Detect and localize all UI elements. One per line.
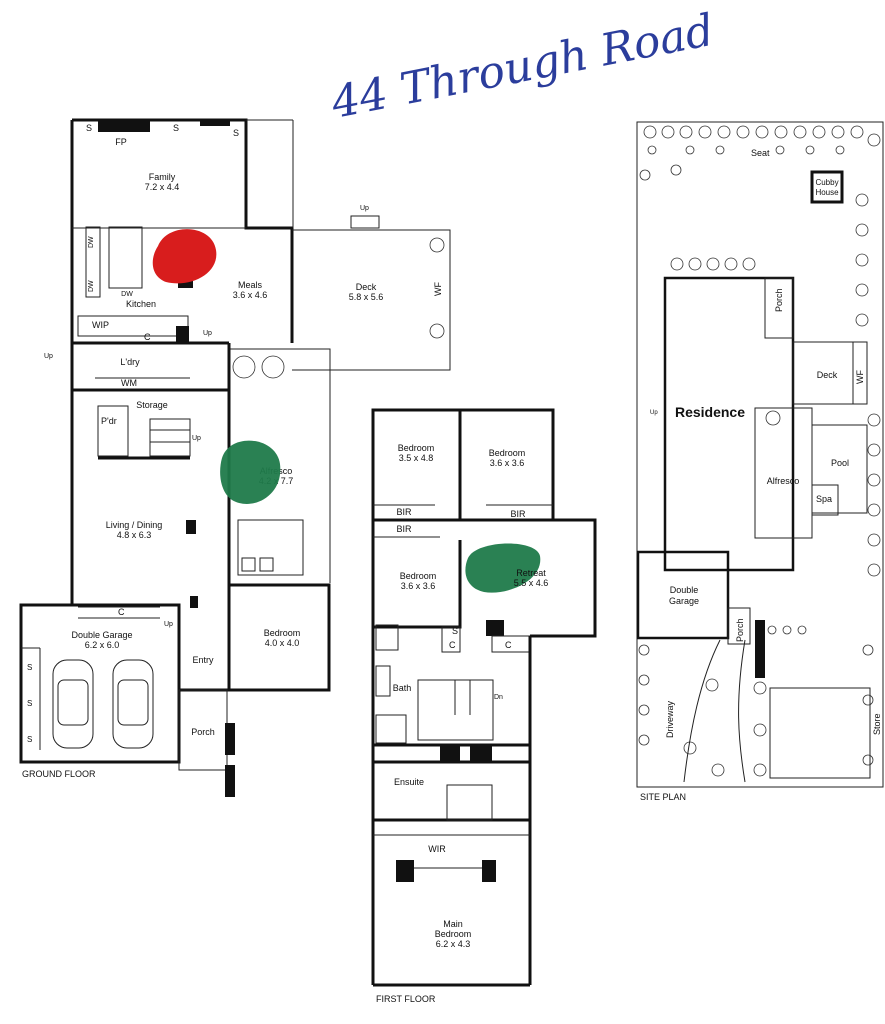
seat-label: Seat <box>751 148 770 158</box>
site-garage-label-1: Double <box>670 585 699 595</box>
family-label: Family <box>149 172 176 182</box>
ff-bed3-label: Bedroom <box>400 571 437 581</box>
site-deck-label: Deck <box>817 370 838 380</box>
laundry-label: L'dry <box>120 357 140 367</box>
first-floor-title: FIRST FLOOR <box>376 994 436 1004</box>
up-label-2: Up <box>44 353 53 360</box>
wir-label: WIR <box>428 844 446 854</box>
pool-label: Pool <box>831 458 849 468</box>
ff-bed2-dims: 3.6 x 3.6 <box>490 458 525 468</box>
gf-wf-label: WF <box>433 282 443 296</box>
first-floor-labels: Bedroom 3.5 x 4.8 Bedroom 3.6 x 3.6 BIR … <box>376 443 548 1004</box>
ff-bed2-label: Bedroom <box>489 448 526 458</box>
handwritten-address: 44 Through Road <box>326 5 718 129</box>
powder-label: P'dr <box>101 416 117 426</box>
storage-label: Storage <box>136 400 168 410</box>
living-label: Living / Dining <box>106 520 163 530</box>
kitchen-label: Kitchen <box>126 299 156 309</box>
first-floor-plan <box>371 408 597 987</box>
living-dims: 4.8 x 6.3 <box>117 530 152 540</box>
meals-dims: 3.6 x 4.6 <box>233 290 268 300</box>
bir-label-3: BIR <box>510 509 526 519</box>
wip-label: WIP <box>92 320 109 330</box>
site-plan <box>636 121 884 788</box>
garage-label: Double Garage <box>71 630 132 640</box>
retreat-dims: 5.5 x 4.6 <box>514 578 549 588</box>
residence-label: Residence <box>675 404 745 420</box>
site-porch-label-2: Porch <box>735 618 745 642</box>
wm-label: WM <box>121 378 137 388</box>
red-marker <box>152 229 217 284</box>
site-porch-label-1: Porch <box>774 288 784 312</box>
bath-label: Bath <box>393 683 412 693</box>
garage-s-1: S <box>27 663 32 672</box>
s-label-2: S <box>173 123 179 133</box>
c-label-1: C <box>144 332 151 342</box>
site-plan-labels: Seat Cubby House Porch Deck WF Up Reside… <box>640 148 882 802</box>
site-plan-title: SITE PLAN <box>640 792 686 802</box>
cubby-label-1: Cubby <box>815 178 838 187</box>
store-label: Store <box>872 713 882 735</box>
site-wf-label: WF <box>855 370 865 384</box>
garage-s-3: S <box>27 735 32 744</box>
family-dims: 7.2 x 4.4 <box>145 182 180 192</box>
dn-label: Dn <box>494 694 503 701</box>
up-label-3: Up <box>192 435 201 442</box>
garage-dims: 6.2 x 6.0 <box>85 640 120 650</box>
site-alfresco-label: Alfresco <box>767 476 800 486</box>
main-bedroom-dims: 6.2 x 4.3 <box>436 939 471 949</box>
green-marker-retreat <box>465 543 541 593</box>
retreat-label: Retreat <box>516 568 546 578</box>
ff-bed3-dims: 3.6 x 3.6 <box>401 581 436 591</box>
bir-label-1: BIR <box>396 507 412 517</box>
garage-s-2: S <box>27 699 32 708</box>
deck-dims: 5.8 x 5.6 <box>349 292 384 302</box>
gf-bedroom-label: Bedroom <box>264 628 301 638</box>
gf-bedroom-dims: 4.0 x 4.0 <box>265 638 300 648</box>
s-label-1: S <box>86 123 92 133</box>
meals-label: Meals <box>238 280 263 290</box>
up-label-1: Up <box>203 330 212 337</box>
ground-floor-title: GROUND FLOOR <box>22 769 96 779</box>
ff-bed1-dims: 3.5 x 4.8 <box>399 453 434 463</box>
ff-c-label-1: C <box>449 640 456 650</box>
s-label-3: S <box>233 128 239 138</box>
dw-label-2: DW <box>88 280 95 292</box>
main-bedroom-label-1: Main <box>443 919 463 929</box>
ff-c-label-2: C <box>505 640 512 650</box>
deck-label: Deck <box>356 282 377 292</box>
c-label-2: C <box>118 607 125 617</box>
spa-label: Spa <box>816 494 832 504</box>
dw-label-1: DW <box>88 236 95 248</box>
up-label-4: Up <box>164 621 173 628</box>
ff-s-label: S <box>452 626 458 636</box>
gf-trees <box>232 237 445 379</box>
main-bedroom-label-2: Bedroom <box>435 929 472 939</box>
ensuite-label: Ensuite <box>394 777 424 787</box>
ff-bed1-label: Bedroom <box>398 443 435 453</box>
cubby-label-2: House <box>815 188 839 197</box>
driveway-label: Driveway <box>665 700 675 738</box>
site-up-label: Up <box>650 410 658 416</box>
site-garage-label-2: Garage <box>669 596 699 606</box>
fp-label: FP <box>115 137 127 147</box>
entry-label: Entry <box>192 655 214 665</box>
dw-label-3: DW <box>121 291 133 298</box>
deck-up-label: Up <box>360 205 369 212</box>
bir-label-2: BIR <box>396 524 412 534</box>
gf-porch-label: Porch <box>191 727 215 737</box>
green-marker-alfresco <box>220 440 281 504</box>
